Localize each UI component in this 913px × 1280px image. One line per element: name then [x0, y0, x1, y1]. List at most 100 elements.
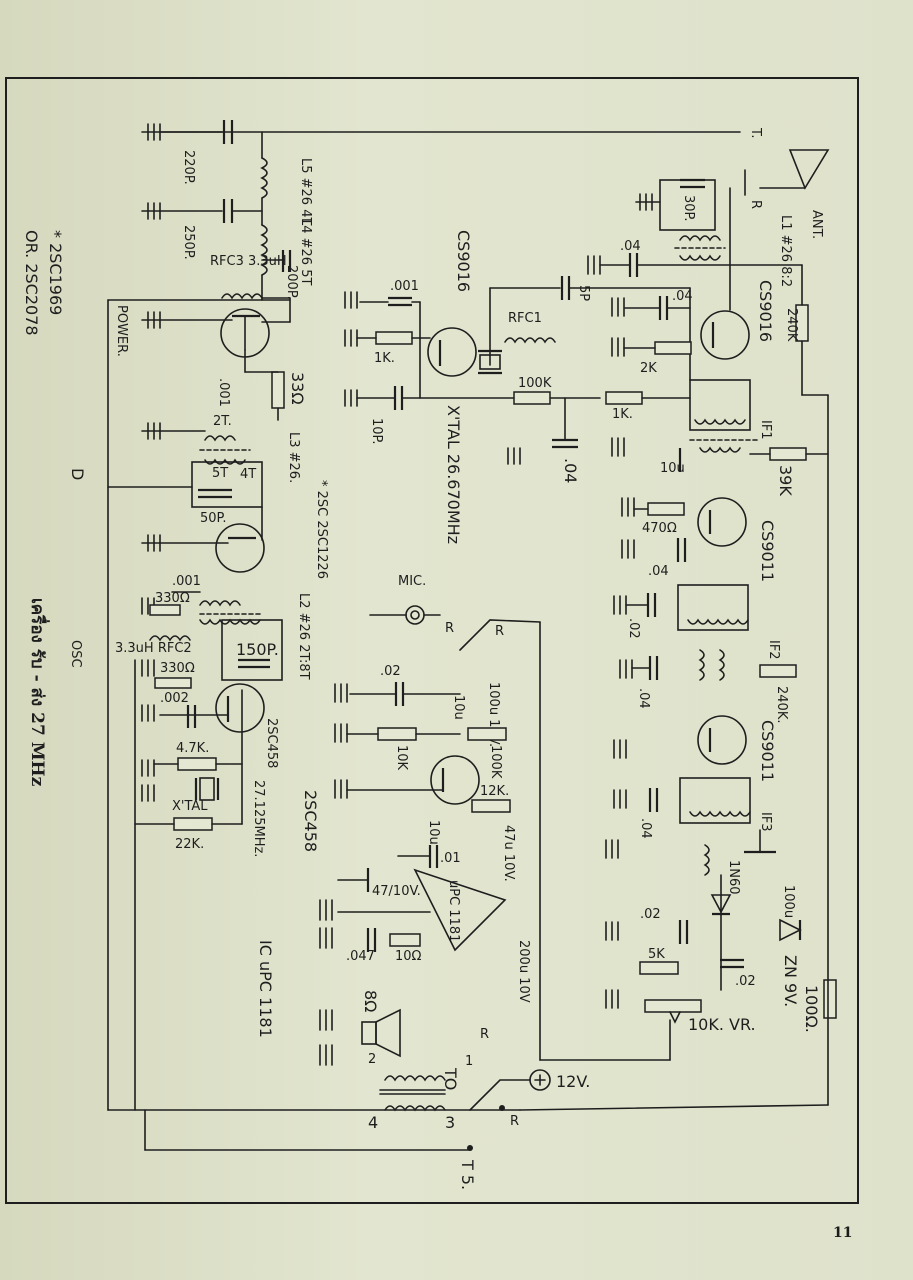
component-label: 100K [488, 745, 503, 779]
component-label: 50P. [200, 511, 227, 526]
title-thai: เครื่อง รับ - ส่ง 27 MHz [27, 598, 50, 787]
component-label: .04 [638, 818, 653, 839]
component-label: 330Ω [160, 661, 195, 676]
component-label: .02 [640, 907, 661, 922]
component-label: .001 [216, 378, 231, 407]
component-label: 150P. [236, 640, 279, 659]
component-label: 5P [576, 285, 591, 301]
component-label: IC uPC 1181 [256, 940, 275, 1038]
component-label: .001 [172, 574, 201, 589]
component-label: RFC1 [508, 311, 542, 326]
component-label: 240K. [774, 686, 789, 723]
component-label: 2K [640, 361, 657, 376]
component-label: 200P. [284, 265, 299, 300]
component-label: CS9011 [758, 720, 777, 782]
osc-label: OSC [68, 640, 83, 668]
component-label: T. [748, 127, 763, 139]
page-number: 11 [833, 1225, 853, 1241]
component-label: 3.3uH RFC2 [115, 641, 192, 656]
component-label: 47/10V. [372, 884, 421, 899]
component-label: R [510, 1114, 519, 1129]
component-label: 5T [212, 466, 228, 481]
component-label: 200u 10V [516, 940, 531, 1003]
component-label: * 2SC 2SC1226 [314, 480, 329, 579]
component-label: 10K [394, 745, 409, 771]
component-label: R [495, 624, 504, 639]
component-label: .047 [346, 949, 375, 964]
component-label: .01 [440, 851, 461, 866]
component-label: L2 #26 2T:8T [296, 593, 311, 680]
component-label: X'TAL 26.670MHz [444, 405, 463, 544]
ground-symbols [141, 123, 161, 802]
component-label: L4 #26 5T [298, 218, 313, 285]
component-label: .04 [620, 239, 641, 254]
component-label: 39K [776, 465, 795, 496]
title-line1: * 2SC1969 [46, 230, 65, 315]
component-label: uPC 1181 [446, 880, 461, 942]
component-label: L3 #26. [286, 432, 301, 483]
component-label: ANT. [809, 210, 824, 239]
component-label: 100K [518, 376, 552, 391]
component-label: 10P. [369, 418, 384, 445]
component-label: 2 [368, 1052, 376, 1067]
component-label: R [445, 621, 454, 636]
component-label: 47u 10V. [501, 825, 516, 882]
component-label: CS9011 [758, 520, 777, 582]
component-label: 1 [465, 1054, 473, 1069]
component-label: 10u [660, 461, 685, 476]
component-label: IF3 [758, 812, 773, 832]
component-label: 4 [368, 1113, 378, 1132]
component-label: .04 [672, 289, 693, 304]
component-label: 2SC458 [301, 790, 320, 852]
component-label: 2T. [213, 414, 232, 429]
component-label: 240K [784, 308, 799, 342]
component-label: .02 [626, 618, 641, 639]
power-label: POWER. [114, 305, 129, 357]
component-label: RFC3 3.3uH [210, 254, 287, 269]
component-label: L1 #26 8:2 [778, 215, 793, 287]
component-label: R [748, 200, 763, 209]
component-label: TO [441, 1067, 460, 1090]
component-label: 1N60 [726, 860, 741, 895]
component-label: .001 [390, 279, 419, 294]
component-label: 12K. [480, 784, 509, 799]
component-label: 1K. [374, 351, 395, 366]
component-label: L5 #26 4T [298, 158, 313, 225]
component-label: 10Ω [395, 949, 422, 964]
component-label: 3 [445, 1113, 455, 1132]
component-label: 4T [240, 467, 256, 482]
component-label: 330Ω [155, 591, 190, 606]
component-label: 100u [781, 885, 796, 918]
component-label: IF1 [758, 420, 773, 440]
component-label: .04 [636, 688, 651, 709]
component-label: 250P. [181, 225, 196, 260]
component-label: IF2 [766, 640, 781, 660]
component-label: T 5. [458, 1159, 477, 1190]
component-label: 33Ω [288, 372, 307, 405]
component-label: 30P. [681, 195, 696, 222]
component-label: 12V. [556, 1072, 590, 1091]
component-label: X'TAL [172, 799, 208, 814]
d-label: D [68, 468, 87, 480]
page-frame [5, 77, 859, 1204]
component-label: 220P. [181, 150, 196, 185]
component-label: 5K [648, 947, 665, 962]
component-label: 27.125MHz. [251, 780, 266, 857]
component-label: 8Ω [361, 990, 380, 1012]
component-label: MIC. [398, 574, 426, 589]
title-line2: OR. 2SC2078 [22, 230, 41, 336]
component-label: 22K. [175, 837, 204, 852]
component-label: 2SC458 [264, 718, 279, 768]
component-label: 10u [451, 695, 466, 720]
component-label: 4.7K. [176, 741, 209, 756]
component-label: 10K. VR. [688, 1015, 756, 1034]
component-label: 100Ω. [802, 985, 821, 1033]
component-label: CS9016 [756, 280, 775, 342]
component-label: 10u [426, 820, 441, 845]
component-label: .02 [735, 974, 756, 989]
component-label: .04 [561, 458, 580, 483]
component-label: .02 [380, 664, 401, 679]
component-label: R [480, 1027, 489, 1042]
